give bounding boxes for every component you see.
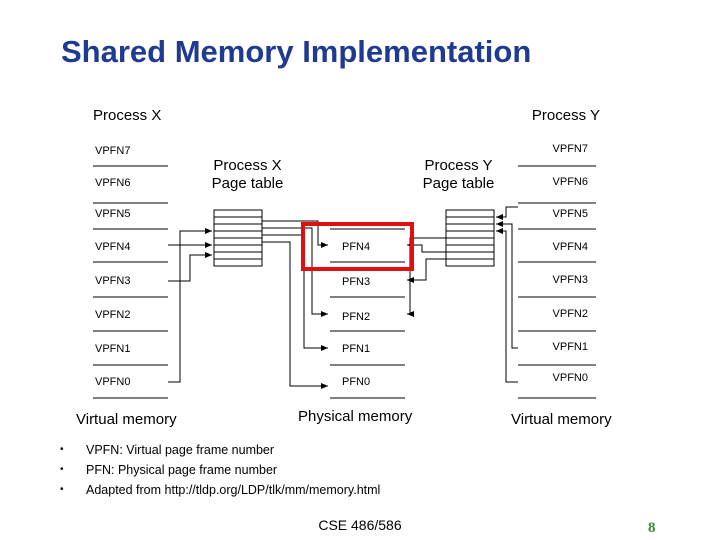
right-vpfn-6: VPFN6 <box>552 176 588 188</box>
right-vpfn-5: VPFN5 <box>552 208 588 220</box>
process-x-page-table-label: Process X Page table <box>211 157 284 192</box>
left-vpfn-4: VPFN4 <box>95 241 131 253</box>
process-y-page-table-label: Process Y Page table <box>422 157 495 192</box>
list-item: •Adapted from http://tldp.org/LDP/tlk/mm… <box>60 480 380 500</box>
process-y-page-table <box>445 209 495 267</box>
physical-memory-caption: Physical memory <box>298 408 413 425</box>
left-vpfn-7: VPFN7 <box>95 145 131 157</box>
page-number: 8 <box>648 520 656 536</box>
right-vpfn-4: VPFN4 <box>552 241 588 253</box>
physical-memory-column <box>330 228 405 399</box>
left-vpfn-3: VPFN3 <box>95 275 131 287</box>
left-vpfn-2: VPFN2 <box>95 309 131 321</box>
pfn-2: PFN2 <box>342 311 371 323</box>
right-vpfn-0: VPFN0 <box>552 372 588 384</box>
pfn-1: PFN1 <box>342 343 371 355</box>
right-virtual-memory-column <box>518 165 596 399</box>
course-footer: CSE 486/586 <box>318 517 402 533</box>
process-y-label: Process Y <box>531 107 600 124</box>
bullet-icon: • <box>60 444 64 455</box>
left-vpfn-6: VPFN6 <box>95 177 131 189</box>
process-x-label: Process X <box>93 107 162 124</box>
list-item: •VPFN: Virtual page frame number <box>60 440 380 460</box>
left-virtual-memory-column <box>93 165 168 399</box>
right-vpfn-1: VPFN1 <box>552 341 588 353</box>
left-vpfn-1: VPFN1 <box>95 343 131 355</box>
notes-list: •VPFN: Virtual page frame number •PFN: P… <box>60 440 380 500</box>
list-item: •PFN: Physical page frame number <box>60 460 380 480</box>
process-x-page-table <box>213 209 263 267</box>
right-vpfn-7: VPFN7 <box>552 143 588 155</box>
left-vpfn-0: VPFN0 <box>95 376 131 388</box>
process-y-mapping-arrows <box>407 206 518 383</box>
process-x-mapping-arrows <box>168 220 328 389</box>
right-vpfn-3: VPFN3 <box>552 274 588 286</box>
left-vpfn-5: VPFN5 <box>95 208 131 220</box>
pfn4-highlight-box <box>301 222 414 271</box>
slide-title: Shared Memory Implementation <box>61 34 532 69</box>
right-virtual-memory-caption: Virtual memory <box>511 411 612 428</box>
pfn-0: PFN0 <box>342 376 371 388</box>
pfn-3: PFN3 <box>342 276 371 288</box>
left-virtual-memory-caption: Virtual memory <box>76 411 177 428</box>
bullet-icon: • <box>60 464 64 475</box>
pfn-4: PFN4 <box>342 241 371 253</box>
right-vpfn-2: VPFN2 <box>552 308 588 320</box>
bullet-icon: • <box>60 484 64 495</box>
